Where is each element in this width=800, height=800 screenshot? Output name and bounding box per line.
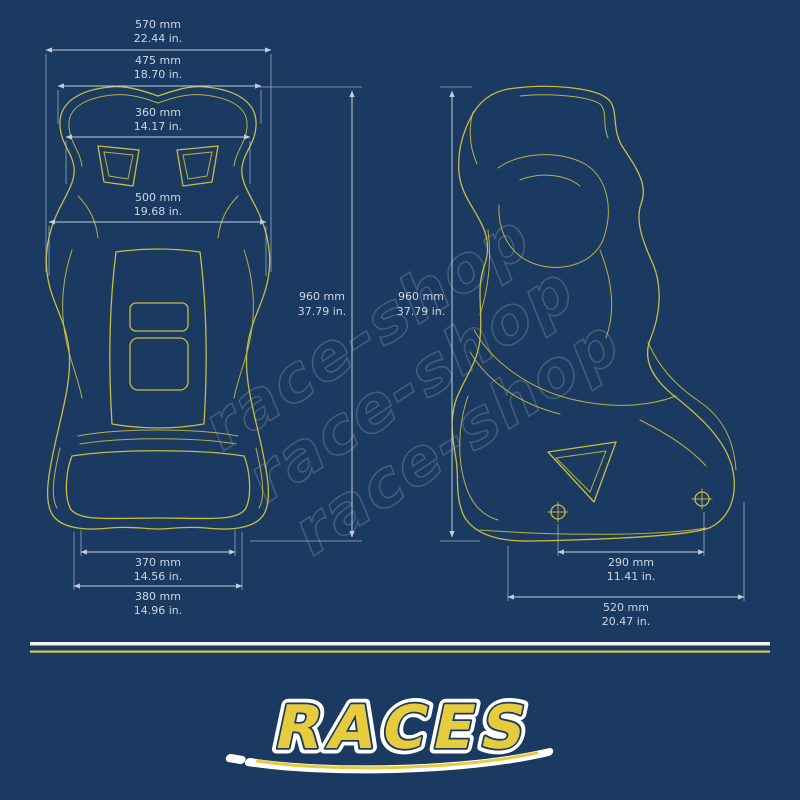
shoulder-contour-right — [217, 195, 239, 239]
dim-label-mm: 370 mm — [135, 556, 181, 569]
dimension-380: 380 mm 14.96 in. — [73, 532, 243, 617]
cushion-side-contour-left — [52, 447, 61, 509]
dim-label-mm: 500 mm — [135, 191, 181, 204]
logo-swoosh-yellow — [255, 751, 539, 770]
backrest-slot-lower — [129, 337, 189, 391]
harness-hole-right-inner — [182, 151, 213, 180]
white-stripe — [30, 642, 770, 646]
dim-label-mm: 380 mm — [135, 590, 181, 603]
logo-swoosh-white — [244, 748, 554, 774]
front-view-outline — [45, 85, 271, 530]
front-view — [45, 85, 271, 530]
harness-hole-right — [176, 145, 219, 187]
dim-label-mm: 520 mm — [603, 601, 649, 614]
bolster-contour-right — [233, 249, 254, 399]
seat-cushion — [65, 450, 251, 520]
shoulder-contour-left — [77, 195, 99, 239]
seat-crease-line — [77, 429, 239, 437]
dimension-290: 290 mm 11.41 in. — [557, 512, 705, 583]
shoulder-wing-contour — [519, 174, 581, 187]
dim-label-in: 14.96 in. — [134, 604, 183, 617]
shoulder-wing-contour — [498, 204, 604, 268]
dim-label-in: 22.44 in. — [134, 32, 183, 45]
side-view — [451, 85, 737, 542]
logo-text: RACES — [269, 694, 540, 763]
bolster-contour-left — [62, 249, 83, 399]
shoulder-wing-contour — [497, 154, 609, 241]
headrest-inner-contour — [68, 94, 159, 167]
dim-label-in: 14.56 in. — [134, 570, 183, 583]
harness-hole-left — [97, 145, 140, 187]
dim-label-mm: 570 mm — [135, 18, 181, 31]
logo-speed-accent — [225, 754, 246, 764]
headrest-inner-contour — [519, 94, 609, 139]
dim-label-mm: 960 mm — [398, 290, 444, 303]
bottom-edge-line — [479, 527, 707, 535]
divider-stripes — [30, 642, 770, 653]
headrest-front-contour — [469, 111, 478, 165]
backrest-slot-upper — [129, 302, 189, 332]
dim-label-in: 14.17 in. — [134, 120, 183, 133]
dim-label-mm: 475 mm — [135, 54, 181, 67]
seatpan-bolster-line — [469, 351, 561, 415]
cushion-side-contour-right — [255, 447, 264, 509]
rear-base-contour — [639, 419, 707, 467]
dim-label-in: 11.41 in. — [607, 570, 656, 583]
side-mount-hole-triangle — [547, 441, 617, 503]
dimension-500: 500 mm 19.68 in. — [48, 191, 267, 276]
cushion-front-contour — [459, 395, 499, 521]
yellow-stripe — [30, 650, 770, 653]
backrest-panel — [109, 248, 207, 429]
seatpan-bolster-line — [473, 329, 677, 406]
dimension-520: 520 mm 20.47 in. — [507, 502, 745, 628]
dim-label-mm: 290 mm — [608, 556, 654, 569]
dim-label-in: 18.70 in. — [134, 68, 183, 81]
side-view-outline — [451, 85, 735, 542]
backrest-flow-line — [599, 249, 613, 339]
side-mount-hole-triangle-inner — [554, 450, 607, 493]
dim-label-in: 37.79 in. — [298, 305, 347, 318]
dim-label-mm: 360 mm — [135, 106, 181, 119]
dim-label-mm: 960 mm — [299, 290, 345, 303]
dimension-570: 570 mm 22.44 in. — [45, 18, 272, 272]
dimension-960-side: 960 mm 37.79 in. — [397, 86, 480, 542]
dimension-370: 370 mm 14.56 in. — [80, 530, 236, 583]
rear-base-contour — [647, 341, 737, 471]
dim-label-in: 20.47 in. — [602, 615, 651, 628]
backrest-flow-line — [479, 229, 491, 316]
dimensions: 570 mm 22.44 in. 475 mm 18.70 in. 360 mm… — [45, 18, 745, 628]
dim-label-in: 37.79 in. — [397, 305, 446, 318]
headrest-inner-contour — [157, 94, 248, 167]
dim-label-in: 19.68 in. — [134, 205, 183, 218]
harness-hole-left-inner — [103, 151, 134, 180]
dimension-360: 360 mm 14.17 in. — [65, 106, 251, 184]
races-logo: RACES RACES — [225, 688, 554, 774]
logo-text-outline: RACES — [269, 694, 540, 763]
dimension-960-front: 960 mm 37.79 in. — [250, 86, 362, 542]
dimension-475: 475 mm 18.70 in. — [57, 54, 262, 124]
seat-crease-line — [79, 438, 237, 445]
